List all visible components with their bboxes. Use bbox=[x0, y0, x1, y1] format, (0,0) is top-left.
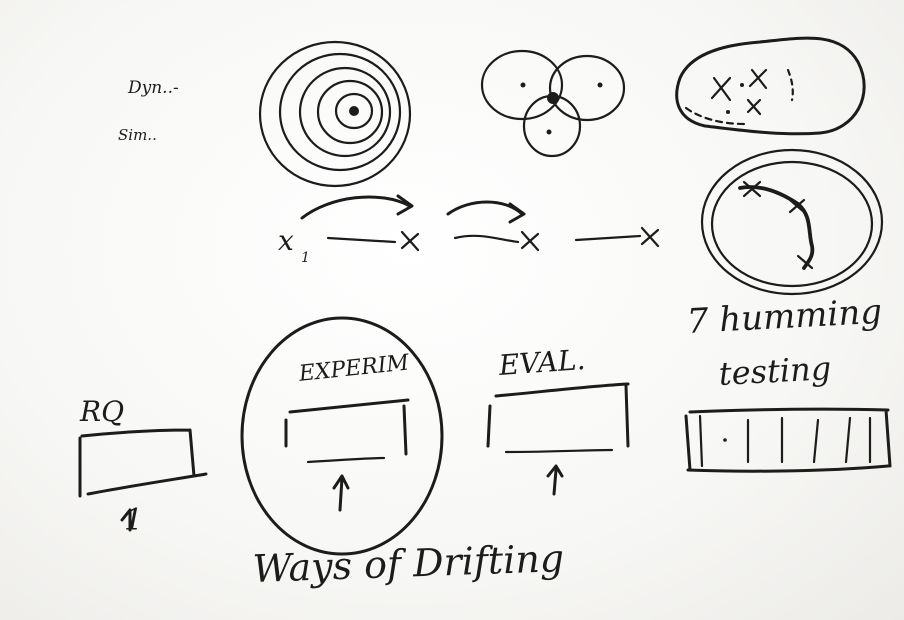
label-x1-subscript: 1 bbox=[301, 251, 310, 265]
overlapping-circles bbox=[482, 51, 624, 156]
label-ways-of-drifting: Ways of Drifting bbox=[252, 539, 565, 588]
label-humming: 7 humming bbox=[686, 295, 883, 339]
testing-bar bbox=[686, 409, 890, 471]
concentric-circles bbox=[260, 42, 410, 186]
circle-with-path bbox=[702, 150, 882, 294]
label-x1: x bbox=[278, 227, 294, 255]
trajectory-arrows bbox=[302, 196, 658, 250]
label-sim: Sim.. bbox=[118, 128, 157, 143]
label-one: 1 bbox=[124, 506, 143, 536]
label-eval: EVAL. bbox=[498, 346, 586, 380]
label-dyn: Dyn..- bbox=[128, 80, 179, 97]
blob-with-crosses bbox=[677, 38, 864, 134]
label-testing: testing bbox=[718, 352, 832, 390]
label-rq: RQ bbox=[80, 398, 124, 426]
eval-box bbox=[488, 384, 628, 494]
experiment-circle bbox=[242, 318, 442, 554]
